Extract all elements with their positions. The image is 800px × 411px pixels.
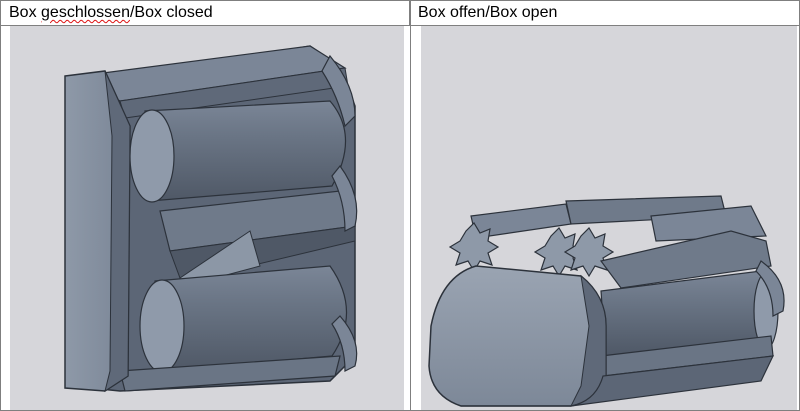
header-closed: Box geschlossen/Box closed	[1, 1, 410, 25]
header-closed-prefix: Box	[9, 4, 42, 21]
box-open-render-icon	[421, 26, 797, 410]
header-row: Box geschlossen/Box closed Box offen/Box…	[1, 1, 799, 26]
column-divider	[410, 1, 411, 410]
box-open-render	[421, 26, 797, 410]
header-closed-suffix: /Box closed	[129, 4, 213, 21]
box-closed-render	[10, 26, 404, 410]
box-closed-render-icon	[10, 26, 404, 410]
header-closed-misspelled-word: geschlossen	[41, 4, 130, 21]
header-open: Box offen/Box open	[418, 4, 558, 21]
